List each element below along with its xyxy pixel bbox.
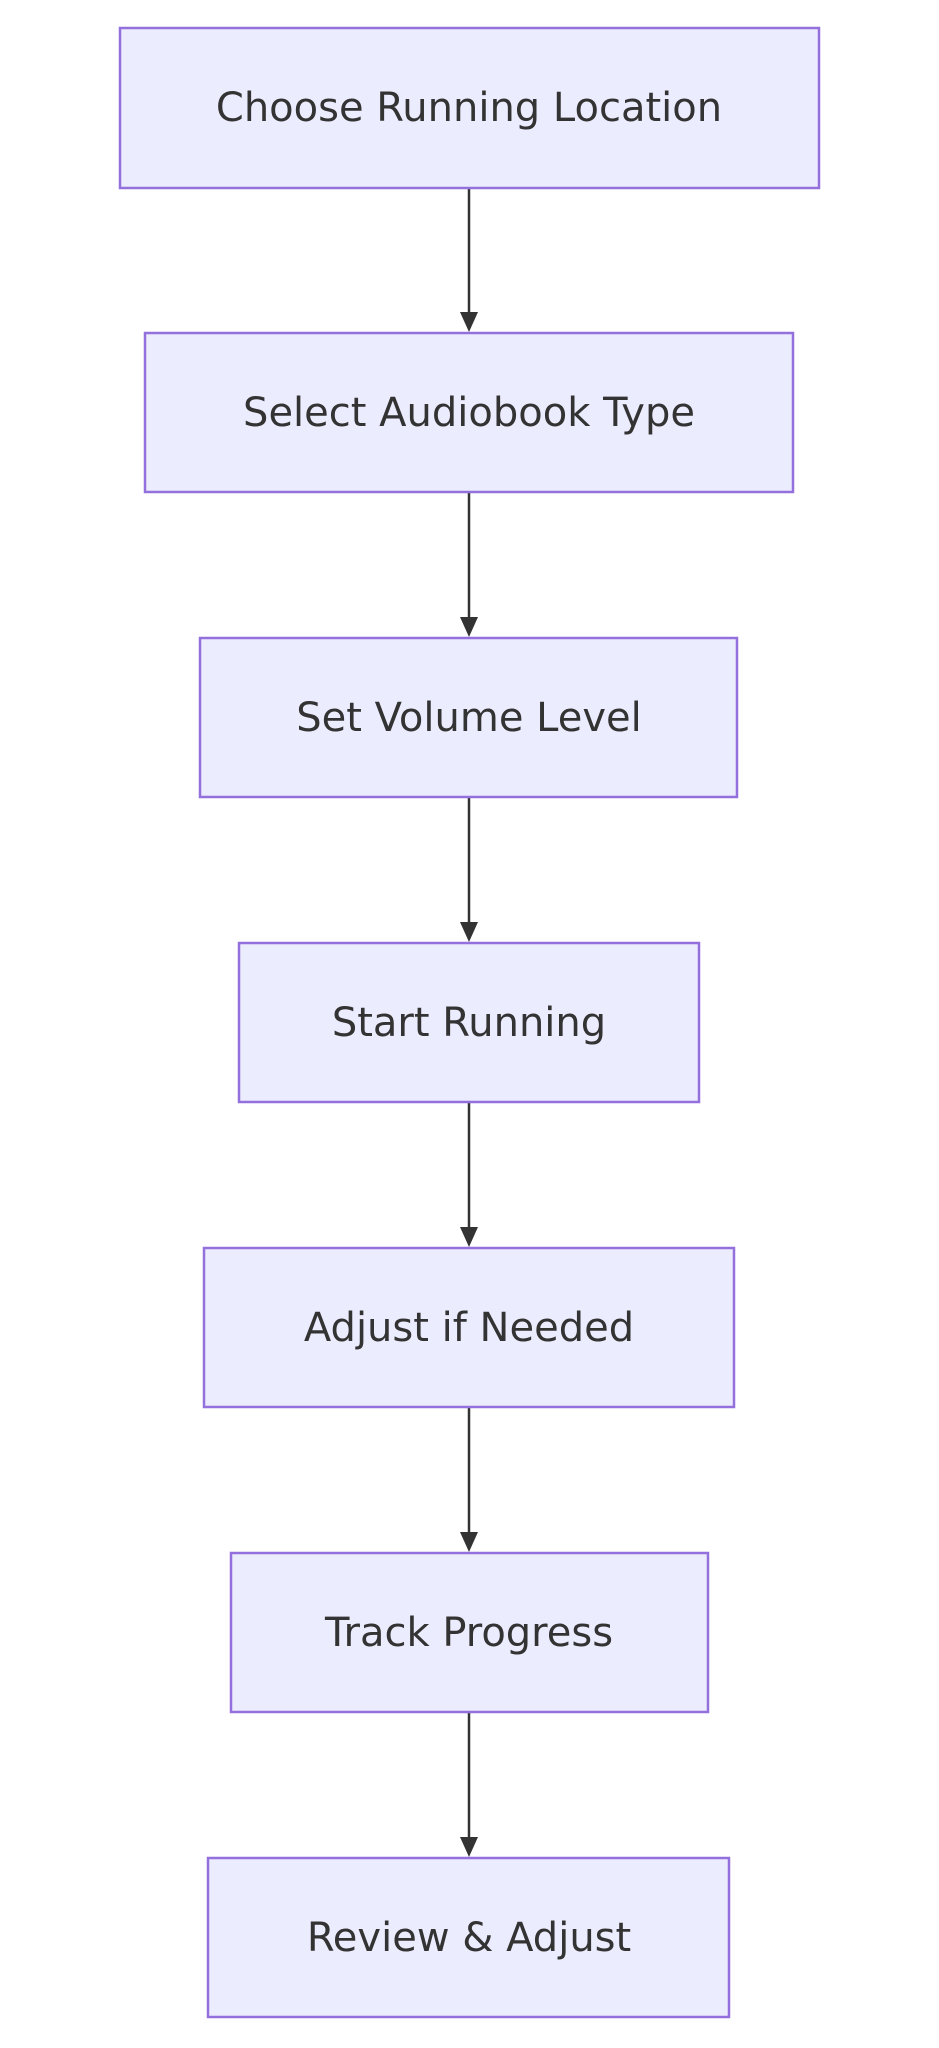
arrowhead-icon (460, 1532, 478, 1552)
nodes: Choose Running Location Select Audiobook… (118, 26, 821, 2019)
node-set-volume-level: Set Volume Level (198, 636, 739, 799)
arrowhead-icon (460, 1837, 478, 1857)
arrowhead-icon (460, 1227, 478, 1247)
node-choose-running-location: Choose Running Location (118, 26, 821, 190)
node-box (202, 1246, 736, 1409)
edge-5 (460, 1407, 478, 1552)
edge-1 (460, 188, 478, 332)
node-label: Review & Adjust (307, 1915, 631, 1961)
arrowhead-icon (460, 617, 478, 637)
node-label: Select Audiobook Type (243, 390, 695, 436)
node-label: Track Progress (324, 1610, 613, 1656)
arrowhead-icon (460, 312, 478, 332)
edge-2 (460, 492, 478, 637)
edge-4 (460, 1102, 478, 1247)
node-box (118, 26, 821, 190)
node-start-running: Start Running (237, 941, 701, 1104)
node-box (237, 941, 701, 1104)
arrowhead-icon (460, 922, 478, 942)
node-box (198, 636, 739, 799)
edges (460, 188, 478, 1857)
node-box (229, 1551, 710, 1714)
node-adjust-if-needed: Adjust if Needed (202, 1246, 736, 1409)
node-select-audiobook-type: Select Audiobook Type (143, 331, 795, 494)
node-label: Adjust if Needed (304, 1305, 634, 1351)
node-review-and-adjust: Review & Adjust (206, 1856, 731, 2019)
edge-6 (460, 1712, 478, 1857)
node-label: Set Volume Level (296, 695, 641, 741)
node-box (206, 1856, 731, 2019)
node-label: Choose Running Location (216, 85, 722, 131)
node-label: Start Running (332, 1000, 606, 1046)
node-track-progress: Track Progress (229, 1551, 710, 1714)
edge-3 (460, 797, 478, 942)
node-box (143, 331, 795, 494)
